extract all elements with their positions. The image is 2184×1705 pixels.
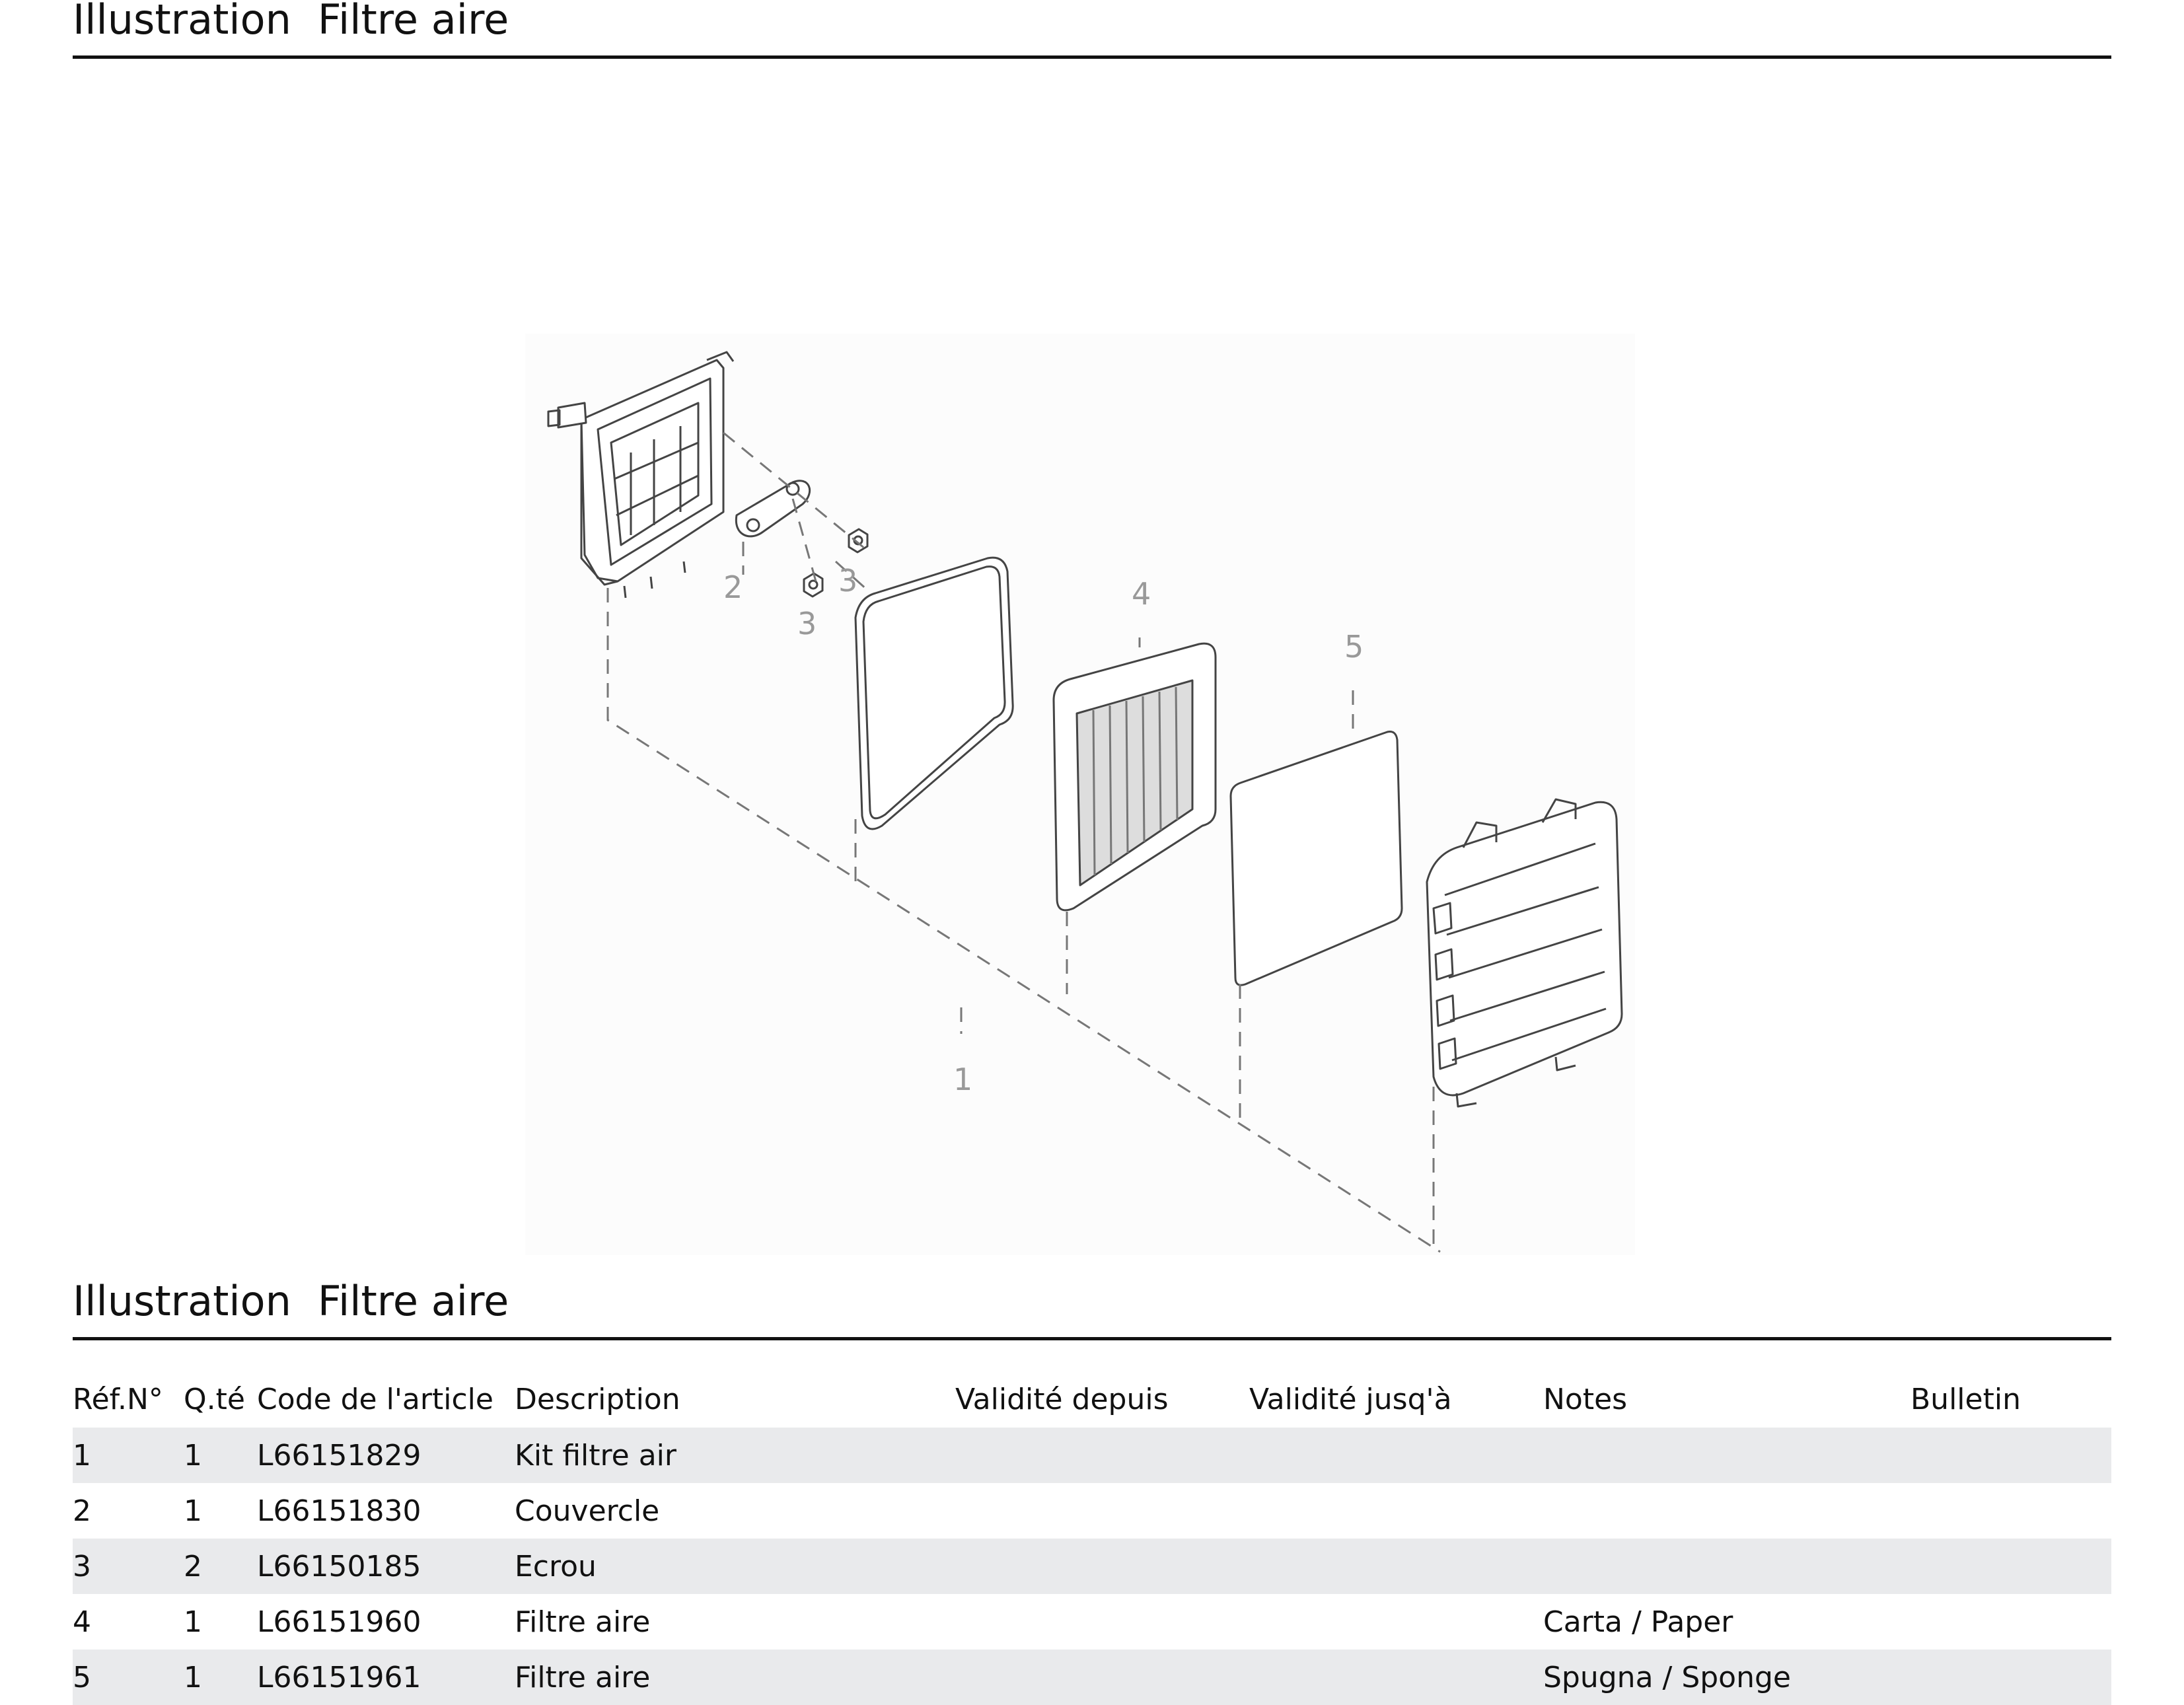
callout-3-lower: 3 (797, 606, 817, 641)
heading-title: Filtre aire (317, 1277, 509, 1325)
cell-code: L66151830 (257, 1494, 421, 1528)
table-row: 4 1 L66151960 Filtre aire Carta / Paper (73, 1594, 2111, 1650)
cell-ref: 2 (73, 1494, 91, 1528)
cell-description: Filtre aire (515, 1605, 651, 1639)
cell-valid-to (1249, 1483, 1543, 1539)
col-header-notes: Notes (1543, 1382, 1628, 1416)
table-row: 1 1 L66151829 Kit filtre air (73, 1428, 2111, 1483)
cell-valid-from (955, 1594, 1249, 1650)
col-header-bulletin: Bulletin (1911, 1382, 2021, 1416)
col-header-description: Description (515, 1382, 680, 1416)
cell-notes: Carta / Paper (1543, 1605, 1733, 1639)
part-3-nut-lower (803, 572, 824, 598)
cell-description: Filtre aire (515, 1650, 955, 1705)
part-2-cover-plate (735, 480, 811, 538)
cell-bulletin (1911, 1428, 2111, 1483)
cell-description: Kit filtre air (515, 1428, 955, 1483)
col-header-code: Code de l'article (257, 1382, 493, 1416)
callout-5: 5 (1344, 629, 1364, 665)
cell-notes: Spugna / Sponge (1543, 1650, 1911, 1705)
cell-code: L66151960 (257, 1605, 421, 1639)
alignment-dashed-lines (606, 431, 1441, 1253)
cell-qty: 1 (184, 1650, 257, 1705)
cell-qty: 1 (184, 1428, 257, 1483)
cell-valid-from (955, 1428, 1249, 1483)
cell-code: L66151829 (257, 1428, 515, 1483)
housing-cover (1426, 798, 1623, 1108)
cell-ref: 4 (73, 1605, 91, 1639)
cell-bulletin (1911, 1539, 2111, 1594)
cell-notes (1543, 1539, 1911, 1594)
cell-code: L66151961 (257, 1650, 515, 1705)
cell-bulletin (1911, 1483, 2111, 1539)
cell-qty: 2 (184, 1539, 257, 1594)
col-header-qty: Q.té (184, 1382, 245, 1416)
cell-notes (1543, 1483, 1911, 1539)
cell-qty: 1 (184, 1494, 202, 1528)
cell-ref: 1 (73, 1428, 184, 1483)
gasket-seal (854, 556, 1014, 830)
heading-label: Illustration (73, 1277, 291, 1325)
cell-valid-to (1249, 1594, 1543, 1650)
part-4-paper-filter (1052, 642, 1217, 912)
part-5-sponge-filter (1229, 731, 1403, 986)
table-header-row: Réf.N° Q.té Code de l'article Descriptio… (73, 1371, 2111, 1428)
col-header-ref: Réf.N° (73, 1382, 163, 1416)
col-header-valid-from: Validité depuis (955, 1382, 1169, 1416)
cell-ref: 5 (73, 1650, 184, 1705)
heading-title: Filtre aire (317, 0, 509, 44)
callout-1: 1 (953, 1062, 972, 1097)
part-3-nut-upper (848, 528, 869, 554)
cell-ref: 3 (73, 1539, 184, 1594)
table-row: 5 1 L66151961 Filtre aire Spugna / Spong… (73, 1650, 2111, 1705)
callout-2: 2 (723, 569, 743, 605)
cell-bulletin (1911, 1594, 2111, 1650)
cell-description: Couvercle (515, 1494, 660, 1528)
cell-valid-to (1249, 1428, 1543, 1483)
callout-4: 4 (1132, 576, 1151, 612)
table-row: 3 2 L66150185 Ecrou (73, 1539, 2111, 1594)
callout-3-upper: 3 (838, 563, 857, 599)
cell-description: Ecrou (515, 1539, 955, 1594)
exploded-parts-diagram: 1 2 3 3 4 5 (525, 334, 1635, 1255)
table-row: 2 1 L66151830 Couvercle (73, 1483, 2111, 1539)
cell-valid-from (955, 1483, 1249, 1539)
col-header-valid-to: Validité jusq'à (1249, 1382, 1452, 1416)
cell-code: L66150185 (257, 1539, 515, 1594)
heading-label: Illustration (73, 0, 291, 44)
cell-notes (1543, 1428, 1911, 1483)
cell-valid-to (1249, 1650, 1543, 1705)
cell-bulletin (1911, 1650, 2111, 1705)
illustration-heading-top: Illustration Filtre aire (73, 0, 2111, 59)
parts-table: Réf.N° Q.té Code de l'article Descriptio… (73, 1371, 2111, 1705)
callout-labels: 1 2 3 3 4 5 (723, 563, 1364, 1097)
cell-valid-from (955, 1539, 1249, 1594)
cell-valid-from (955, 1650, 1249, 1705)
cell-qty: 1 (184, 1605, 202, 1639)
part-1-housing-base (547, 351, 735, 599)
cell-valid-to (1249, 1539, 1543, 1594)
